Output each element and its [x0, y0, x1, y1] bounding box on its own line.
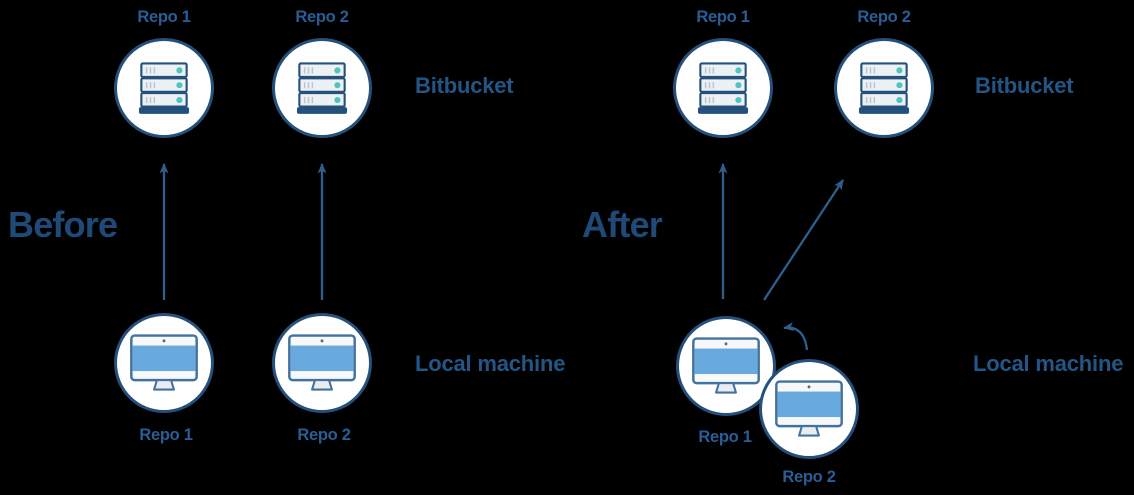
imac-icon [288, 334, 356, 393]
after-local-repo2-node [759, 359, 859, 459]
after-heading: After [582, 204, 663, 245]
after-bitbucket-repo2-node [834, 38, 934, 138]
before-bitbucket-label: Bitbucket [415, 73, 514, 98]
after-local-machine-label: Local machine [973, 351, 1124, 376]
after-bitbucket-repo1-node [673, 38, 773, 138]
after-bitbucket-repo1-label: Repo 1 [696, 8, 750, 26]
before-local-repo1-label: Repo 1 [139, 426, 193, 444]
server-icon [295, 62, 349, 115]
server-icon [137, 62, 191, 115]
before-local-repo1-node [114, 313, 214, 413]
before-bitbucket-repo1-label: Repo 1 [137, 8, 191, 26]
before-local-repo2-label: Repo 2 [297, 426, 351, 444]
imac-icon [775, 380, 843, 439]
before-bitbucket-repo1-node [114, 38, 214, 138]
before-local-machine-label: Local machine [415, 351, 566, 376]
after-local-repo1-label: Repo 1 [698, 428, 752, 446]
imac-icon [130, 334, 198, 393]
before-bitbucket-repo2-node [272, 38, 372, 138]
before-local-repo2-node [272, 313, 372, 413]
after-local-repo2-label: Repo 2 [782, 468, 836, 486]
imac-icon [692, 337, 760, 396]
after-bitbucket-label: Bitbucket [975, 73, 1074, 98]
before-heading: Before [8, 204, 118, 245]
before-bitbucket-repo2-label: Repo 2 [295, 8, 349, 26]
after-push-arrow-repo2 [763, 179, 844, 301]
server-icon [696, 62, 750, 115]
after-bitbucket-repo2-label: Repo 2 [857, 8, 911, 26]
server-icon [857, 62, 911, 115]
after-merge-curved-arrow [783, 322, 809, 351]
